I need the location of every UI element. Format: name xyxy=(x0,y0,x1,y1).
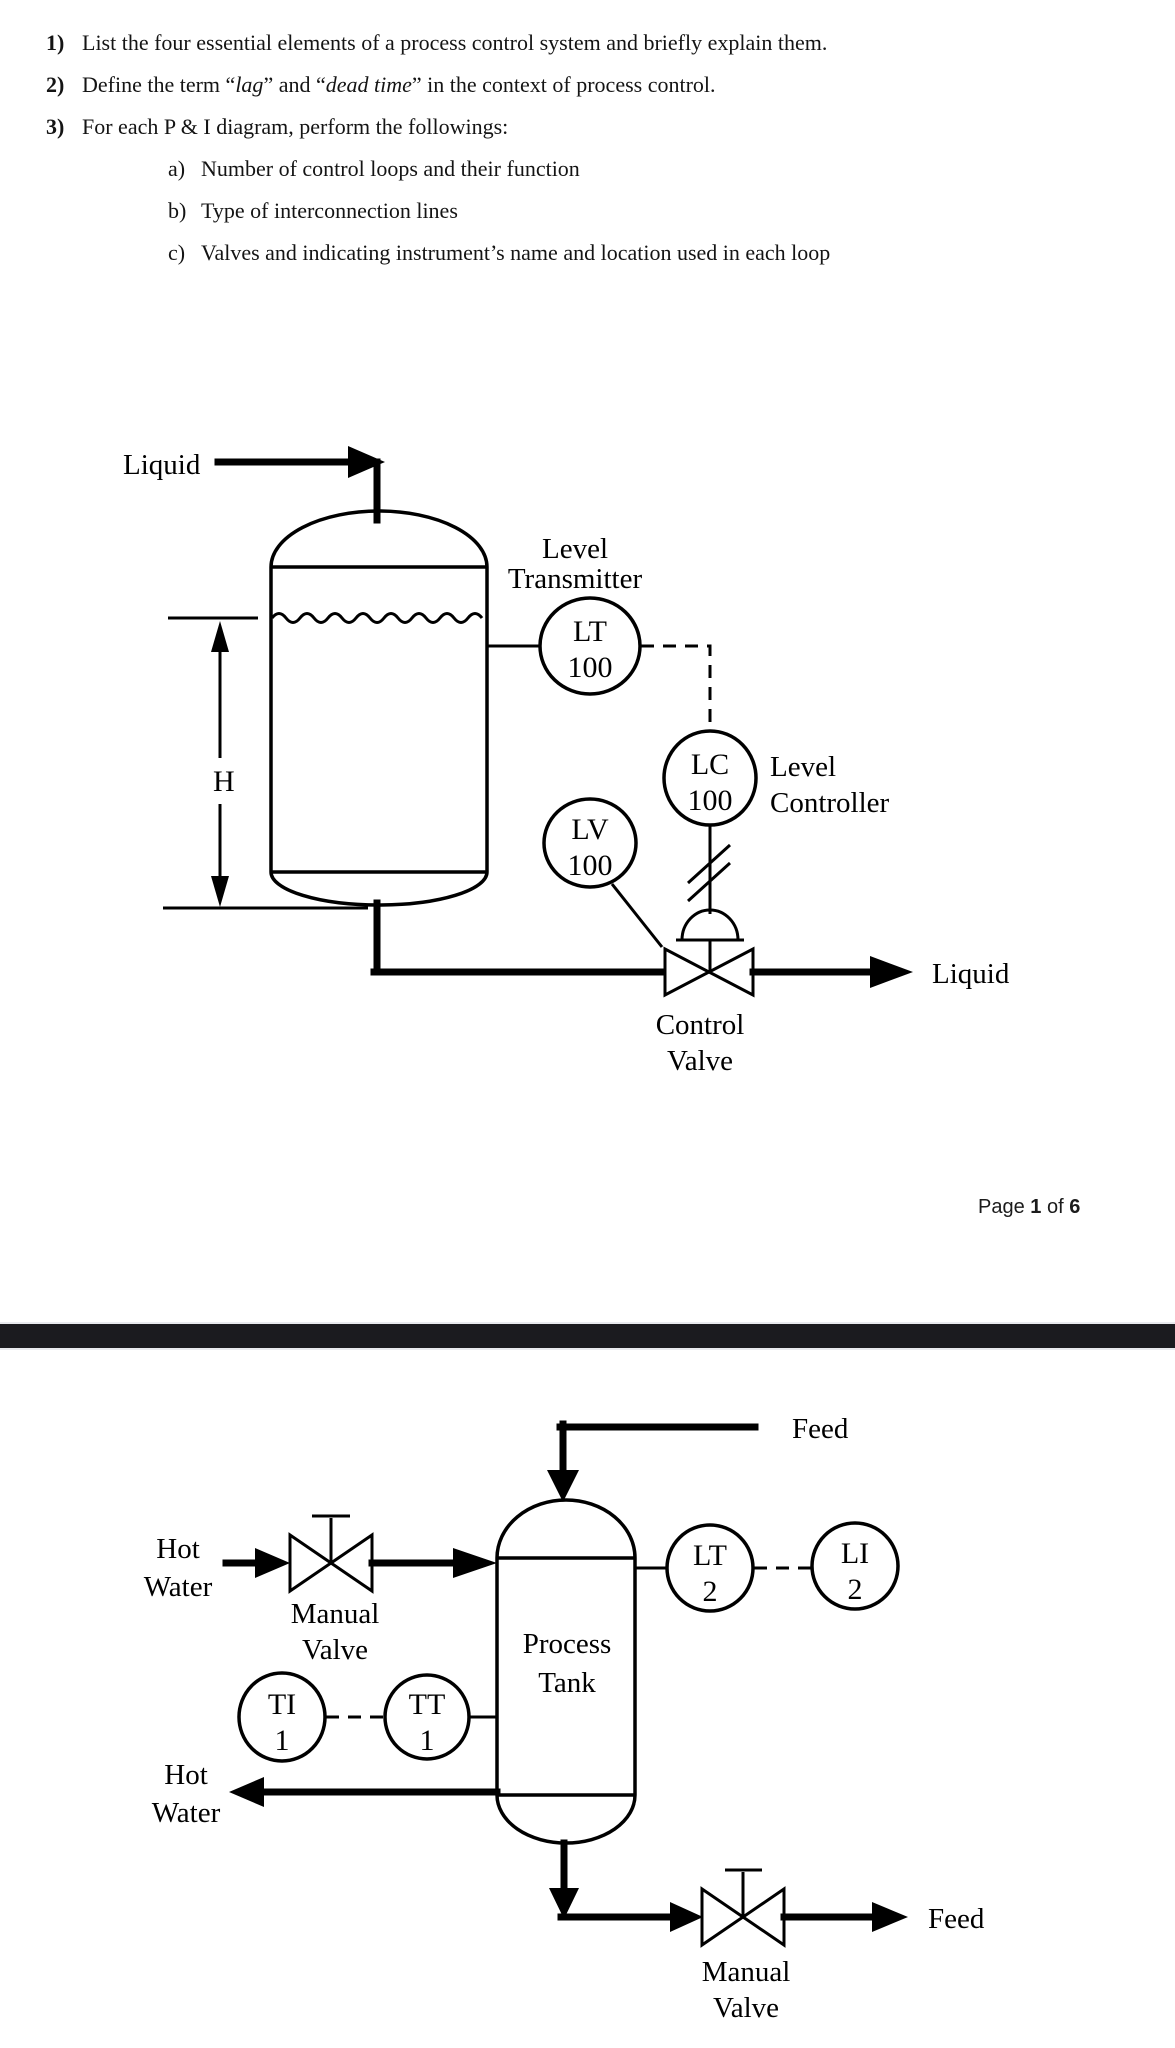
sub-question-b: b)Type of interconnection lines xyxy=(168,198,458,223)
dimension-down-arrow-icon xyxy=(211,876,229,907)
valve-body-left xyxy=(663,946,713,998)
instrument-bubble-ti-1: TI 1 xyxy=(237,1671,327,1763)
sub-question-c: c)Valves and indicating instrument’s nam… xyxy=(168,240,831,265)
page-total: 6 xyxy=(1069,1196,1081,1218)
manual-valve-outlet xyxy=(700,1868,786,1948)
document-page-2: Feed Hot Water Manual Valve Process Ta xyxy=(0,1350,1175,2048)
instrument-bubble-lc-100: LC 100 xyxy=(662,729,758,827)
manual-valve-out-caption-2: Valve xyxy=(713,1992,779,2024)
feed-out-arrow-icon xyxy=(872,1902,908,1932)
hot-water-out-label-2: Water xyxy=(152,1797,221,1829)
lt-100-letters: LT xyxy=(573,615,607,648)
question-number: 3) xyxy=(46,114,65,139)
question-number: 2) xyxy=(46,72,65,97)
liquid-level-wave xyxy=(270,612,484,624)
manual-valve-inlet xyxy=(288,1514,374,1594)
valve-body-right xyxy=(705,946,755,998)
ti-1-letters: TI xyxy=(268,1688,296,1721)
feed-out-down-arrow-icon xyxy=(549,1888,579,1919)
pid-diagram-level-control: Liquid H Level Transmitter xyxy=(123,446,1010,1077)
question-3: 3) For each P & I diagram, perform the fo… xyxy=(46,114,508,140)
instrument-bubble-tt-1: TT 1 xyxy=(383,1673,471,1761)
control-valve-caption-1: Control xyxy=(656,1009,745,1041)
valve-body-right xyxy=(740,1886,786,1948)
page-number: 1 xyxy=(1030,1196,1042,1218)
page-separator xyxy=(0,1322,1175,1350)
li-2-number: 2 xyxy=(848,1573,863,1606)
liquid-outlet-label: Liquid xyxy=(932,958,1010,990)
lc-100-letters: LC xyxy=(691,748,729,781)
tank-bottom-dome xyxy=(495,1794,637,1845)
feed-out-label: Feed xyxy=(928,1903,985,1935)
valve-to-tank-arrow-icon xyxy=(453,1548,497,1578)
question-number: 1) xyxy=(46,30,65,55)
li-2-letters: LI xyxy=(841,1537,869,1570)
ti-1-number: 1 xyxy=(275,1724,290,1757)
valve-body-left xyxy=(700,1886,746,1948)
vessel-top-dome xyxy=(269,509,489,568)
lt-100-number: 100 xyxy=(568,651,613,684)
height-label: H xyxy=(213,765,235,798)
vessel xyxy=(269,509,489,907)
lc-100-number: 100 xyxy=(688,784,733,817)
liquid-inlet-label: Liquid xyxy=(123,449,201,481)
feed-in-label: Feed xyxy=(792,1413,849,1445)
process-tank-label-1: Process xyxy=(523,1628,612,1660)
lv-100-number: 100 xyxy=(568,849,613,882)
process-tank-label-2: Tank xyxy=(538,1667,596,1699)
hot-water-out-arrow-icon xyxy=(229,1777,264,1807)
instrument-bubble-lt-2: LT 2 xyxy=(665,1523,755,1613)
lv-leader-line xyxy=(610,883,664,948)
lt-2-number: 2 xyxy=(703,1575,718,1608)
level-controller-caption-2: Controller xyxy=(770,787,890,819)
tt-1-letters: TT xyxy=(409,1688,446,1721)
height-dimension: H xyxy=(163,616,368,910)
hot-water-in-arrow-icon xyxy=(255,1548,290,1578)
signal-slash-2 xyxy=(686,861,732,903)
manual-valve-in-caption-2: Valve xyxy=(302,1634,368,1666)
tank-top-dome xyxy=(495,1498,637,1559)
lt-2-letters: LT xyxy=(693,1539,727,1572)
question-text: Define the term “lag” and “dead time” in… xyxy=(82,72,716,97)
feed-out-valve-arrow-icon xyxy=(670,1902,703,1932)
control-valve xyxy=(663,908,755,998)
hot-water-out-label-1: Hot xyxy=(164,1759,208,1791)
control-valve-caption-2: Valve xyxy=(667,1045,733,1077)
signal-slash-1 xyxy=(686,843,732,885)
question-text: List the four essential elements of a pr… xyxy=(82,30,828,55)
sub-question-a: a)Number of control loops and their func… xyxy=(168,156,580,181)
instrument-bubble-lt-100: LT 100 xyxy=(538,596,642,696)
question-text: For each P & I diagram, perform the foll… xyxy=(82,114,509,139)
valve-body-left xyxy=(288,1532,334,1594)
feed-in-arrow-icon xyxy=(547,1470,579,1502)
document-page-1: 1) List the four essential elements of a … xyxy=(46,30,1081,1218)
manual-valve-out-caption-1: Manual xyxy=(702,1956,791,1988)
outlet-arrow-icon xyxy=(870,956,913,988)
inlet-arrow-icon xyxy=(348,446,385,478)
page-footer: Page 1 of 6 xyxy=(978,1196,1081,1218)
level-transmitter-caption-2: Transmitter xyxy=(508,563,643,595)
valve-body-right xyxy=(328,1532,374,1594)
hot-water-in-label-1: Hot xyxy=(156,1533,200,1565)
instrument-bubble-lv-100: LV 100 xyxy=(542,797,638,889)
question-2: 2) Define the term “lag” and “dead time” … xyxy=(46,72,716,98)
instrument-bubble-li-2: LI 2 xyxy=(810,1521,900,1611)
lt-to-lc-signal-line xyxy=(641,644,712,729)
pid-diagram-process-tank: Feed Hot Water Manual Valve Process Ta xyxy=(144,1413,985,2024)
process-tank: Process Tank xyxy=(495,1498,637,1845)
question-1: 1) List the four essential elements of a … xyxy=(46,30,827,56)
level-controller-caption-1: Level xyxy=(770,751,836,783)
hot-water-in-label-2: Water xyxy=(144,1571,213,1603)
level-transmitter-caption-1: Level xyxy=(542,533,608,565)
lv-100-letters: LV xyxy=(571,813,609,846)
tt-1-number: 1 xyxy=(420,1724,435,1757)
valve-actuator-dome xyxy=(680,908,740,941)
manual-valve-in-caption-1: Manual xyxy=(291,1598,380,1630)
dimension-up-arrow-icon xyxy=(211,621,229,652)
page-separator-bar xyxy=(0,1324,1175,1348)
